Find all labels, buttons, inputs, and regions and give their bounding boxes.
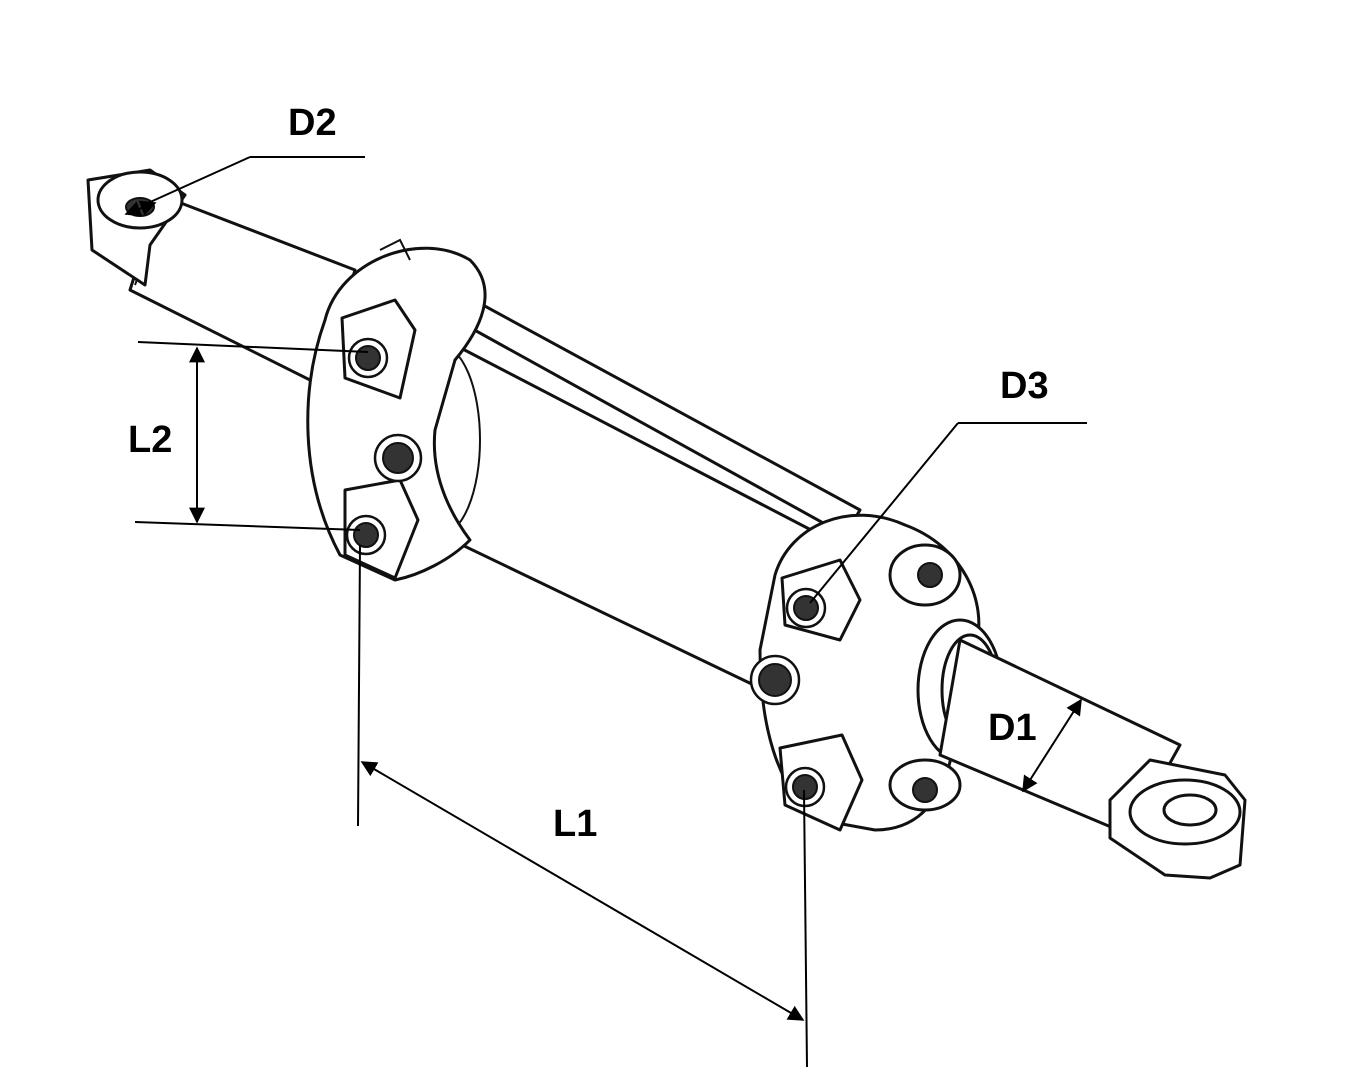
right-flange-bolt-middle — [749, 654, 801, 706]
left-flange-bolt-bottom — [345, 514, 387, 556]
right-flange-nut-bottom — [912, 777, 938, 803]
dimension-l2: L2 — [128, 341, 369, 531]
left-flange-bolt-top — [347, 337, 389, 379]
label-d2: D2 — [288, 102, 337, 144]
label-l2: L2 — [128, 419, 172, 461]
left-flange-bolt-middle — [373, 433, 423, 483]
right-flange-nut-top — [917, 562, 943, 588]
dimension-d2: D2 — [124, 102, 365, 217]
label-l1: L1 — [553, 803, 597, 845]
label-d3: D3 — [1000, 365, 1049, 407]
dimension-d1: D1 — [988, 698, 1082, 793]
right-eye-end — [1108, 758, 1247, 880]
dimension-d3: D3 — [809, 365, 1087, 604]
label-d1: D1 — [988, 707, 1037, 749]
dimension-l1: L1 — [357, 544, 808, 1068]
right-flange-bolt-top — [785, 587, 827, 629]
